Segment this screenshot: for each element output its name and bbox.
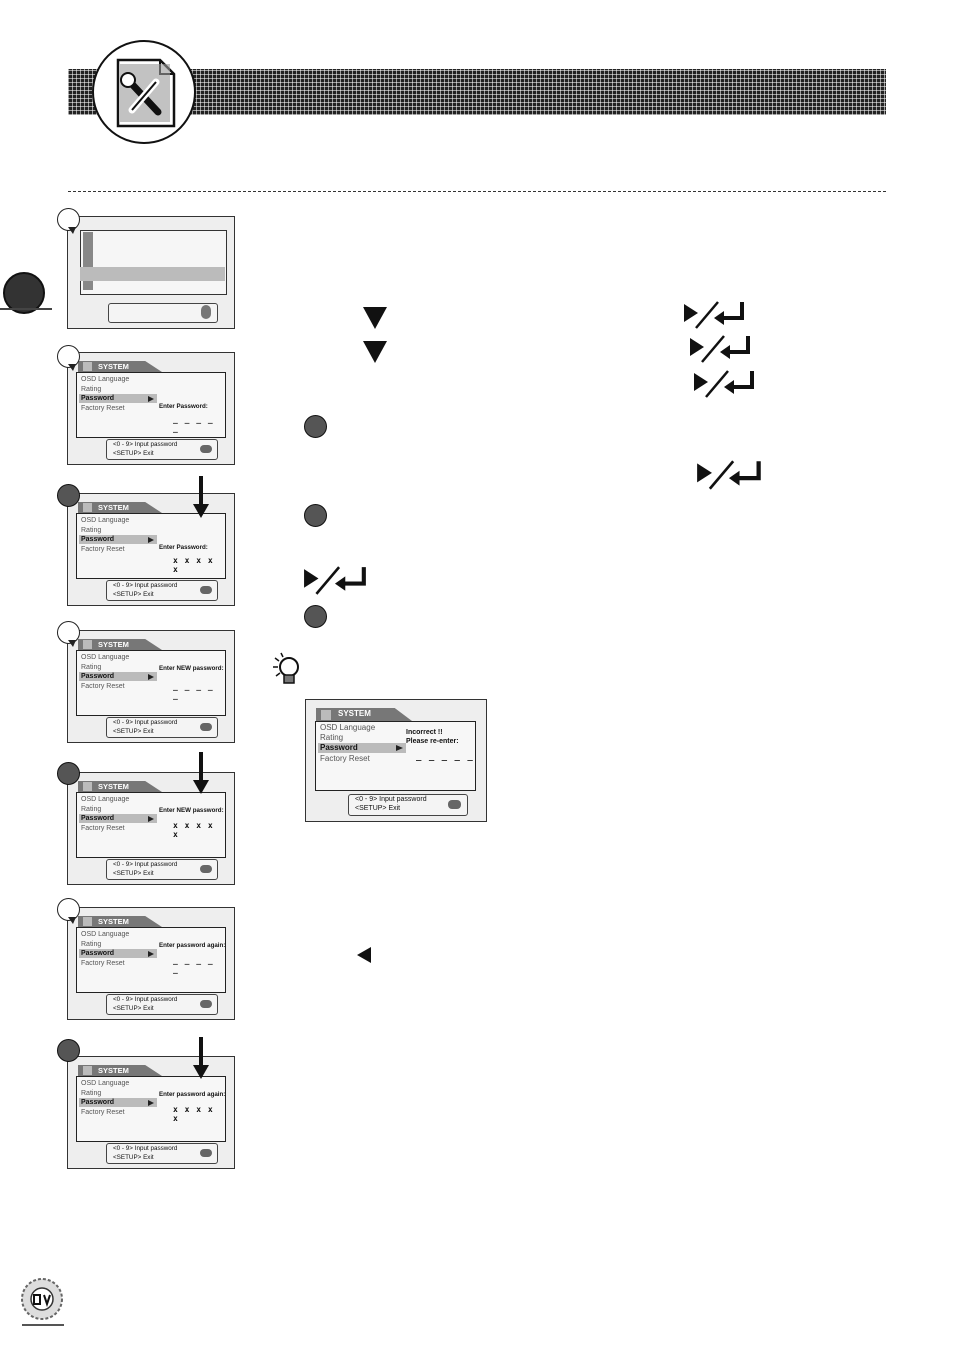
bullet-c bbox=[304, 605, 327, 628]
password-slots: _ _ _ _ _ bbox=[173, 682, 214, 700]
password-screen-4: SYSTEM OSD Language Rating Password Fact… bbox=[67, 772, 235, 885]
setup-menu-screen bbox=[67, 216, 235, 329]
play-enter-icon bbox=[694, 370, 754, 398]
tools-icon bbox=[92, 40, 196, 144]
password-screen-2: SYSTEM OSD Language Rating Password Fact… bbox=[67, 493, 235, 606]
password-prompt: Enter password again: bbox=[159, 942, 226, 949]
menu-factory-reset: Factory Reset bbox=[81, 1109, 125, 1116]
password-slots: x x x x x bbox=[173, 821, 214, 839]
divider bbox=[68, 191, 886, 192]
down-arrow-icon bbox=[193, 1037, 209, 1079]
down-arrow-icon bbox=[193, 476, 209, 518]
menu-password: Password bbox=[79, 949, 157, 958]
password-prompt: Enter NEW password: bbox=[159, 665, 224, 672]
reenter-prompt: Please re-enter: bbox=[406, 738, 459, 745]
password-slots: x x x x x bbox=[173, 556, 214, 574]
menu-rating: Rating bbox=[81, 806, 102, 813]
password-slots: _ _ _ _ _ bbox=[173, 956, 214, 974]
error-screen: SYSTEM OSD Language Rating Password Fact… bbox=[305, 699, 487, 822]
error-message: Incorrect !! bbox=[406, 729, 443, 736]
menu-rating: Rating bbox=[81, 941, 102, 948]
password-screen-6: SYSTEM OSD Language Rating Password Fact… bbox=[67, 1056, 235, 1169]
play-enter-icon bbox=[690, 335, 750, 363]
menu-factory-reset: Factory Reset bbox=[320, 754, 370, 763]
left-button-icon bbox=[357, 947, 371, 963]
step-6-marker bbox=[57, 898, 80, 924]
down-arrow-icon bbox=[193, 752, 209, 794]
menu-factory-reset: Factory Reset bbox=[81, 825, 125, 832]
step-5-marker bbox=[57, 762, 80, 785]
error-menu-tab: SYSTEM bbox=[338, 709, 371, 718]
password-prompt: Enter Password: bbox=[159, 403, 208, 410]
menu-rating: Rating bbox=[81, 664, 102, 671]
menu-password: Password bbox=[79, 672, 157, 681]
menu-osd-language: OSD Language bbox=[81, 517, 130, 524]
menu-factory-reset: Factory Reset bbox=[81, 683, 125, 690]
menu-rating: Rating bbox=[81, 527, 102, 534]
bullet-b bbox=[304, 504, 327, 527]
menu-osd-language: OSD Language bbox=[320, 723, 376, 732]
menu-rating: Rating bbox=[81, 1090, 102, 1097]
step-7-marker bbox=[57, 1039, 80, 1062]
menu-factory-reset: Factory Reset bbox=[81, 405, 125, 412]
play-enter-icon bbox=[304, 566, 366, 595]
rw-disc-logo bbox=[21, 1278, 64, 1326]
password-screen-1: SYSTEM OSD Language Rating Password Fact… bbox=[67, 352, 235, 465]
menu-factory-reset: Factory Reset bbox=[81, 546, 125, 553]
menu-factory-reset: Factory Reset bbox=[81, 960, 125, 967]
step-4-marker bbox=[57, 621, 80, 647]
down-button-icon bbox=[363, 307, 387, 329]
menu-osd-language: OSD Language bbox=[81, 1080, 130, 1087]
menu-password: Password bbox=[79, 394, 157, 403]
header-band bbox=[68, 69, 886, 115]
menu-password: Password bbox=[79, 814, 157, 823]
step-1-marker bbox=[57, 208, 80, 234]
menu-osd-language: OSD Language bbox=[81, 931, 130, 938]
step-2-marker bbox=[57, 345, 80, 371]
menu-rating: Rating bbox=[320, 733, 344, 742]
lightbulb-icon bbox=[273, 652, 299, 684]
menu-osd-language: OSD Language bbox=[81, 376, 130, 383]
menu-password: Password bbox=[320, 743, 358, 752]
menu-osd-language: OSD Language bbox=[81, 654, 130, 661]
menu-rating: Rating bbox=[81, 386, 102, 393]
password-prompt: Enter NEW password: bbox=[159, 807, 224, 814]
menu-password: Password bbox=[79, 535, 157, 544]
password-screen-5: SYSTEM OSD Language Rating Password Fact… bbox=[67, 907, 235, 1020]
down-button-icon bbox=[363, 341, 387, 363]
menu-osd-language: OSD Language bbox=[81, 796, 130, 803]
menu-password: Password bbox=[79, 1098, 157, 1107]
play-enter-icon bbox=[697, 460, 761, 490]
side-divider bbox=[0, 308, 52, 310]
password-screen-3: SYSTEM OSD Language Rating Password Fact… bbox=[67, 630, 235, 743]
password-prompt: Enter password again: bbox=[159, 1091, 226, 1098]
password-slots: _ _ _ _ _ bbox=[173, 415, 214, 433]
password-prompt: Enter Password: bbox=[159, 544, 208, 551]
step-3-marker bbox=[57, 484, 80, 507]
play-enter-icon bbox=[684, 301, 744, 329]
bullet-a bbox=[304, 415, 327, 438]
password-slots: _ _ _ _ _ bbox=[416, 752, 474, 762]
password-slots: x x x x x bbox=[173, 1105, 214, 1123]
setup-icon bbox=[3, 272, 45, 314]
